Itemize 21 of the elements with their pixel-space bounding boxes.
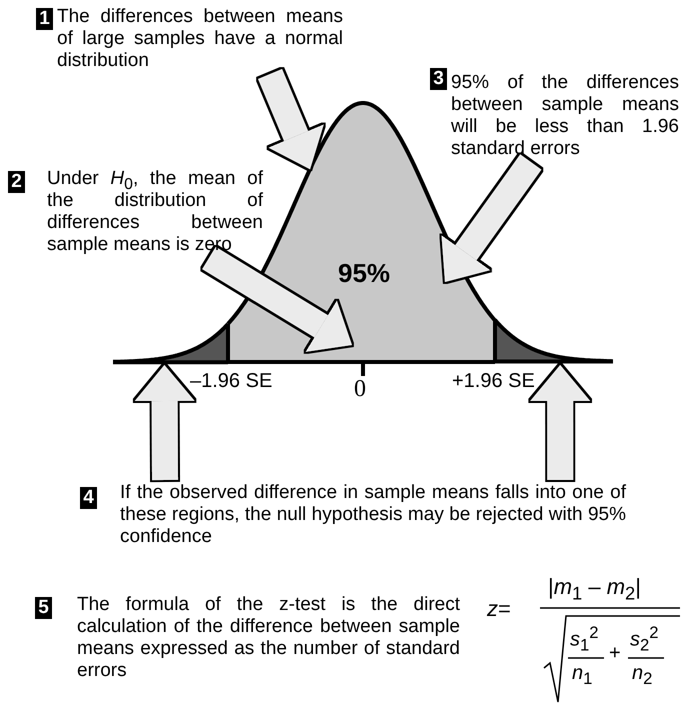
formula-text: + [609, 642, 621, 664]
callout-text: If the observed difference in sample means falls into one of these regions, the null hypothesis may be rejected with 95% confidence [120, 482, 626, 548]
callout-text: The formula of the z-test is the direct calculation of the difference between sample means expressed as the number of standard errors [77, 594, 460, 682]
formula-text: n$_{2}$ [632, 662, 652, 690]
block-arrow [202, 246, 352, 352]
axis-label: 0 [354, 378, 366, 400]
axis-label: –1.96 SE [190, 370, 272, 392]
callout-number: 3 [430, 68, 447, 90]
formula-text: n$_{1}$ [572, 662, 592, 690]
tail-area [492, 318, 616, 365]
callout-text: 95% of the differences between sample means will be less than 1.96 standard errors [451, 72, 679, 160]
formula-text: z= [487, 598, 511, 620]
axis-label: +1.96 SE [452, 370, 535, 392]
tail-area [110, 322, 231, 365]
callout-number: 5 [35, 597, 52, 619]
callout-number: 4 [80, 487, 97, 509]
callout-number: 2 [8, 171, 25, 193]
percentage-label: 95% [338, 258, 390, 289]
formula-text: |m$_{1}$ – m$_{2}$| [548, 576, 641, 604]
callout-number: 1 [36, 8, 53, 30]
callout-text: The differences between means of large samples have a normal distribution [57, 6, 343, 72]
